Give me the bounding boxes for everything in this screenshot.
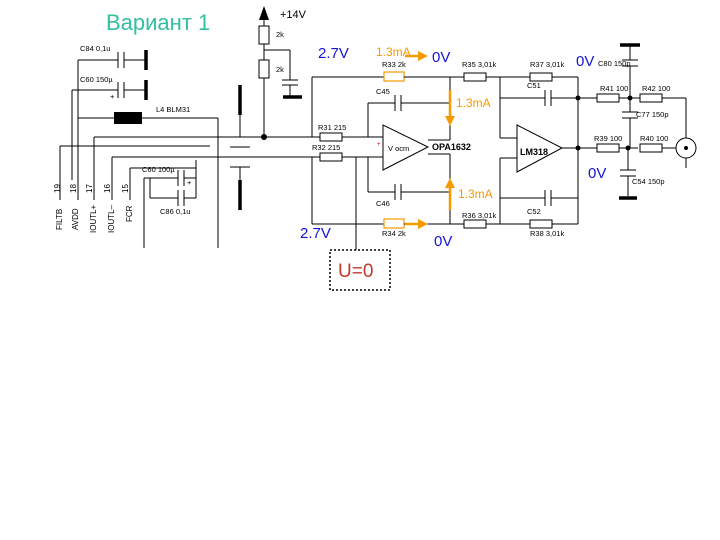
pin-fcr: FCR bbox=[125, 205, 134, 222]
c80-label: C80 150p bbox=[598, 59, 631, 68]
r39-label: R39 100 bbox=[594, 134, 622, 143]
c60b-label: C60 100µ bbox=[142, 165, 175, 174]
c60b-plus: + bbox=[187, 178, 192, 187]
voltage-bottom-mid: 0V bbox=[434, 233, 452, 250]
current-top-right: 1.3mA bbox=[456, 96, 491, 110]
chip-pins: 19 18 17 16 15 FILTB AVDD IOUTL+ IOUTL– … bbox=[53, 118, 312, 248]
r40-label: R40 100 bbox=[640, 134, 668, 143]
c45-label: C45 bbox=[376, 87, 390, 96]
pin-avdd: AVDD bbox=[71, 208, 80, 230]
pin-filtb: FILTB bbox=[55, 209, 64, 230]
r32-label: R32 215 bbox=[312, 143, 340, 152]
voltage-annotations: 2.7V 0V 2.7V 0V 0V 0V bbox=[300, 45, 606, 250]
c52-label: C52 bbox=[527, 207, 541, 216]
supply-label: +14V bbox=[280, 9, 307, 21]
vocm-label: V ocm bbox=[388, 144, 409, 153]
c84-label: C84 0,1u bbox=[80, 44, 110, 53]
voltage-top-left: 2.7V bbox=[318, 45, 349, 62]
u-zero-box: U=0 bbox=[329, 249, 391, 291]
opa-pin-marker: + bbox=[377, 142, 381, 148]
voltage-right-top: 0V bbox=[576, 53, 594, 70]
opa1632-stage: R33 2k R34 2k R31 215 R32 215 V ocm OPA1… bbox=[311, 60, 471, 260]
pin-16-num: 16 bbox=[103, 184, 112, 193]
voltage-right-bottom: 0V bbox=[588, 165, 606, 182]
r37-label: R37 3,01k bbox=[530, 60, 564, 69]
decoupling-section: C84 0,1u C60 150µ + L4 BLM31 C60 100µ bbox=[71, 44, 250, 248]
c60a-label: C60 150µ bbox=[80, 75, 113, 84]
current-top-left: 1.3mA bbox=[376, 45, 411, 59]
voltage-bottom-left: 2.7V bbox=[300, 225, 331, 242]
lm318-label: LM318 bbox=[520, 147, 548, 157]
opa1632-label: OPA1632 bbox=[432, 142, 471, 152]
c60a-plus: + bbox=[110, 92, 115, 101]
pin-19-num: 19 bbox=[53, 184, 62, 193]
r34-label: R34 2k bbox=[382, 229, 406, 238]
pin-18-num: 18 bbox=[69, 184, 78, 193]
current-arrows bbox=[405, 51, 455, 229]
c54-label: C54 150p bbox=[632, 177, 665, 186]
c86-label: C86 0,1u bbox=[160, 207, 190, 216]
pin-15-num: 15 bbox=[121, 184, 130, 193]
r-2k-top-label: 2k bbox=[276, 30, 284, 39]
lm318-stage: R35 3,01k R37 3,01k R36 3,01k R38 3,01k … bbox=[450, 60, 597, 238]
current-annotations: 1.3mA 1.3mA 1.3mA bbox=[376, 45, 493, 201]
l4-label: L4 BLM31 bbox=[156, 105, 190, 114]
r31-label: R31 215 bbox=[318, 123, 346, 132]
current-bottom-left: 1.3mA bbox=[458, 187, 493, 201]
r38-label: R38 3,01k bbox=[530, 229, 564, 238]
u-zero-label: U=0 bbox=[338, 261, 373, 282]
r36-label: R36 3,01k bbox=[462, 211, 496, 220]
c51-label: C51 bbox=[527, 81, 541, 90]
voltage-top-mid: 0V bbox=[432, 49, 450, 66]
r42-label: R42 100 bbox=[642, 84, 670, 93]
r33-label: R33 2k bbox=[382, 60, 406, 69]
pin-17-num: 17 bbox=[85, 184, 94, 193]
r41-label: R41 100 bbox=[600, 84, 628, 93]
pin-ioutl-minus: IOUTL– bbox=[107, 204, 116, 233]
r35-label: R35 3,01k bbox=[462, 60, 496, 69]
variant-title: Вариант 1 bbox=[106, 10, 210, 35]
supply-divider: +14V 2k 2k bbox=[258, 6, 307, 140]
pin-ioutl-plus: IOUTL+ bbox=[89, 204, 98, 233]
r-2k-mid-label: 2k bbox=[276, 65, 284, 74]
output-filter: R39 100 R40 100 R41 100 R42 100 C80 150p… bbox=[578, 43, 697, 200]
c77-label: C77 150p bbox=[636, 110, 669, 119]
c46-label: C46 bbox=[376, 199, 390, 208]
